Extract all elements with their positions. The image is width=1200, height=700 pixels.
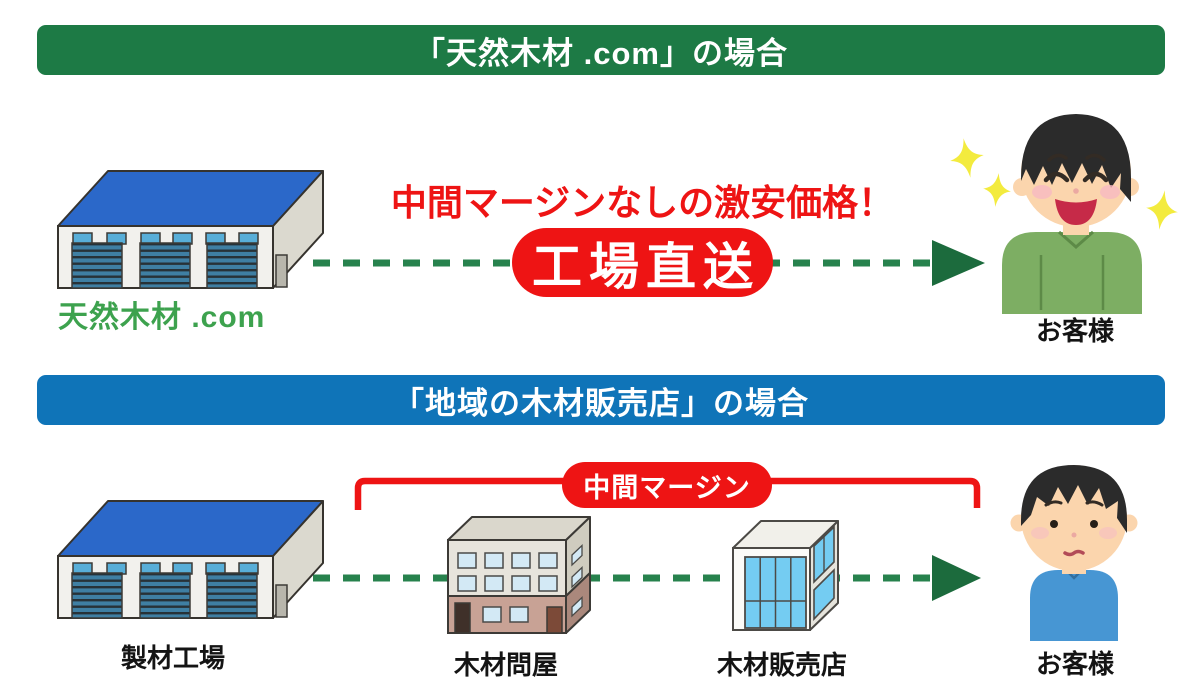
sparkle-icon	[1146, 190, 1178, 230]
bottom-banner-title: 「地域の木材販売店」の場合	[393, 385, 809, 421]
bottom-section-banner: 「地域の木材販売店」の場合	[37, 375, 1165, 425]
worried-customer-illustration	[1010, 465, 1138, 641]
retailer-label: 木材販売店	[716, 650, 847, 680]
no-margin-headline: 中間マージンなしの激安価格！	[390, 182, 895, 223]
top-section-banner: 「天然木材 .com」の場合	[37, 25, 1165, 75]
factory-label: 製材工場	[120, 643, 225, 673]
happy-customer-illustration	[950, 114, 1178, 314]
customer-label-bottom: お客様	[1035, 649, 1114, 679]
sparkle-icon	[950, 138, 984, 178]
customer-label-top: お客様	[1035, 316, 1114, 346]
wholesaler-label: 木材問屋	[453, 650, 558, 680]
wholesaler-building-illustration	[447, 516, 591, 634]
factory-illustration-bottom	[57, 500, 324, 619]
middleman-margin-badge: 中間マージン	[562, 462, 772, 508]
direct-shipping-badge: 工場直送	[512, 228, 773, 297]
direct-shipping-badge-label: 工場直送	[532, 238, 760, 295]
retail-route-arrow-icon	[313, 555, 981, 601]
top-banner-title: 「天然木材 .com」の場合	[414, 35, 788, 71]
middleman-margin-badge-label: 中間マージン	[583, 472, 751, 503]
sparkle-icon	[983, 173, 1011, 207]
retailer-building-illustration	[732, 520, 839, 631]
factory-logo-text: 天然木材 .com	[58, 301, 266, 334]
